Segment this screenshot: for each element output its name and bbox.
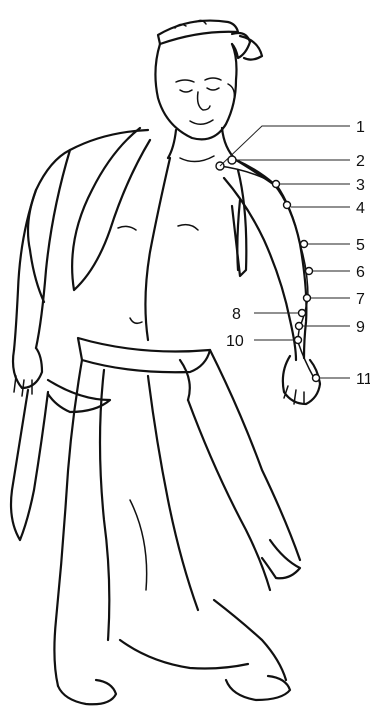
acupoint-3 (273, 181, 280, 188)
acupoint-7 (304, 295, 311, 302)
head (155, 44, 236, 139)
label-3: 3 (356, 177, 365, 194)
acupoint-5 (301, 241, 308, 248)
headband (158, 20, 262, 59)
label-5: 5 (356, 237, 365, 254)
point-labels: 1 2 3 4 5 6 7 8 9 10 11 (226, 119, 370, 388)
robe (54, 350, 300, 686)
label-6: 6 (356, 264, 365, 281)
acupoint-9 (296, 323, 303, 330)
right-arm (224, 160, 320, 404)
label-1: 1 (356, 119, 365, 136)
feet (58, 676, 290, 704)
label-7: 7 (356, 291, 365, 308)
label-8: 8 (232, 306, 241, 323)
label-10: 10 (226, 333, 244, 350)
neck (168, 128, 236, 162)
acupoint-8 (299, 310, 306, 317)
acupoint-4 (284, 202, 291, 209)
label-9: 9 (356, 319, 365, 336)
label-2: 2 (356, 153, 365, 170)
label-11: 11 (356, 371, 370, 388)
acupoint-10 (295, 337, 302, 344)
acupoint-6 (306, 268, 313, 275)
acupoint-11 (313, 375, 320, 382)
label-4: 4 (356, 200, 365, 217)
left-arm (13, 150, 70, 396)
